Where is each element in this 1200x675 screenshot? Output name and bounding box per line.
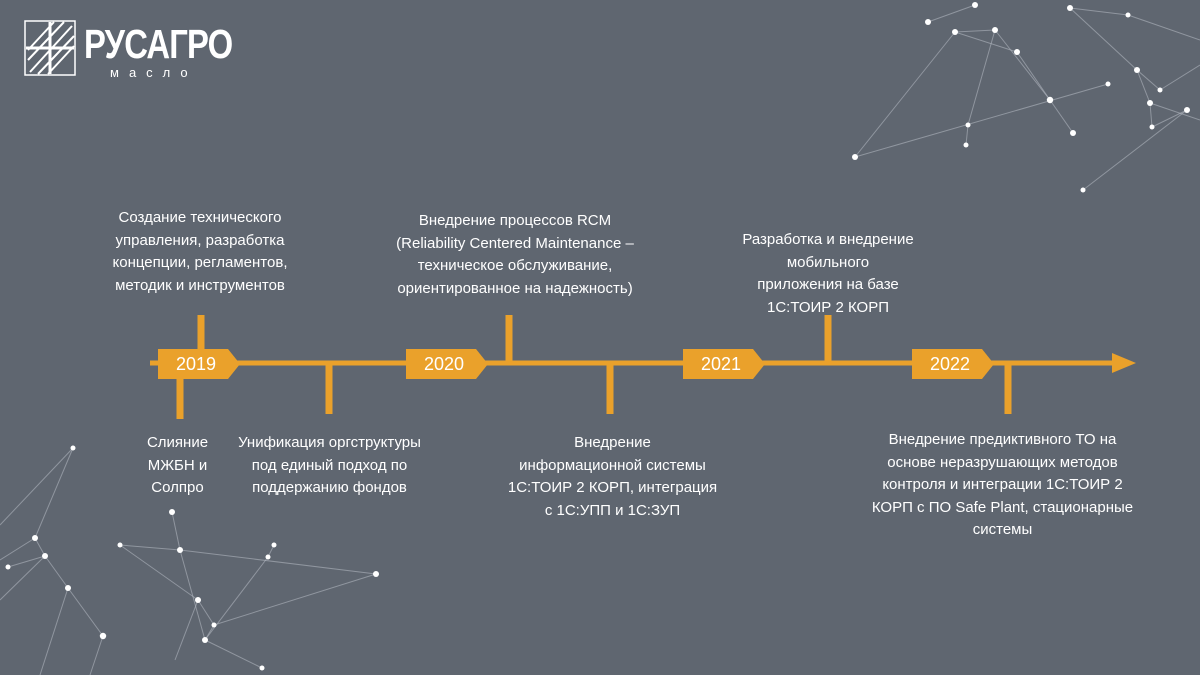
year-label: 2021 — [700, 354, 742, 374]
timeline-tick — [176, 363, 184, 419]
year-marker — [912, 349, 994, 379]
event-tech-management: Создание технического управления, разрабо… — [95, 207, 305, 297]
event-text-line: концепции, регламентов, — [112, 254, 288, 271]
year-marker — [406, 349, 488, 379]
event-text-line: Создание технического — [118, 209, 282, 226]
year-label: 2022 — [929, 354, 971, 374]
logo-emblem-icon — [24, 20, 76, 76]
event-text-line: 1С:ТОИР 2 КОРП, интеграция — [507, 479, 718, 496]
event-text-line: с 1С:УПП и 1С:ЗУП — [544, 501, 681, 519]
event-text-line: техническое обслуживание, — [417, 257, 613, 274]
event-text-line: контроля и интеграции 1С:ТОИР 2 — [882, 476, 1123, 493]
event-org-structure: Унификация оргструктуры под единый подход… — [222, 432, 437, 500]
event-text-line: Унификация оргструктуры — [238, 434, 421, 451]
event-text-line: под единый подход по — [251, 456, 408, 474]
event-text-line: Внедрение — [574, 434, 651, 451]
event-text-line: приложения на базе — [757, 276, 899, 293]
event-text-line: методик и инструментов — [115, 276, 285, 294]
event-text-line: Разработка и внедрение — [742, 231, 914, 248]
timeline-tick — [1004, 363, 1012, 414]
year-marker — [158, 349, 240, 379]
event-predictive-maintenance: Внедрение предиктивного ТО на основе нера… — [850, 429, 1155, 542]
event-text-line: основе неразрушающих методов — [887, 453, 1118, 471]
year-label: 2020 — [423, 354, 465, 374]
event-text-line: Внедрение процессов RCM — [418, 212, 612, 229]
event-text-line: 1С:ТОИР 2 КОРП — [767, 298, 889, 316]
event-text-line: управления, разработка — [115, 231, 285, 249]
event-mobile-app: Разработка и внедрение мобильного приложен… — [718, 229, 938, 319]
timeline-tick — [325, 363, 333, 414]
timeline-tick — [197, 315, 205, 363]
event-text-line: ориентированное на надежность) — [397, 279, 633, 297]
year-label: 2019 — [175, 354, 217, 374]
brand-name: РУСАГРО — [84, 21, 233, 67]
event-text-line: Слияние — [146, 434, 209, 451]
year-marker — [683, 349, 765, 379]
event-text-line: Солпро — [151, 479, 204, 496]
event-text-line: мобильного — [786, 253, 870, 271]
event-text-line: КОРП с ПО Safe Plant, стационарные — [871, 498, 1134, 516]
event-text-line: поддержанию фондов — [252, 479, 407, 496]
event-text-line: Внедрение предиктивного ТО на — [888, 431, 1117, 448]
event-text-line: системы — [972, 521, 1033, 538]
timeline-tick — [606, 363, 614, 414]
timeline-arrow-head — [1112, 353, 1136, 373]
event-text-line: информационной системы — [519, 456, 706, 474]
event-text-line: (Reliability Centered Maintenance – — [396, 234, 634, 252]
event-rcm: Внедрение процессов RCM (Reliability Cent… — [360, 210, 670, 300]
event-information-system: Внедрение информационной системы 1С:ТОИР 2… — [480, 432, 745, 522]
brand-subtitle: масло — [110, 65, 198, 80]
timeline-tick — [505, 315, 513, 363]
event-text-line: МЖБН и — [147, 456, 208, 474]
timeline-tick — [824, 315, 832, 363]
rusagro-logo: РУСАГРО масло — [24, 20, 233, 80]
